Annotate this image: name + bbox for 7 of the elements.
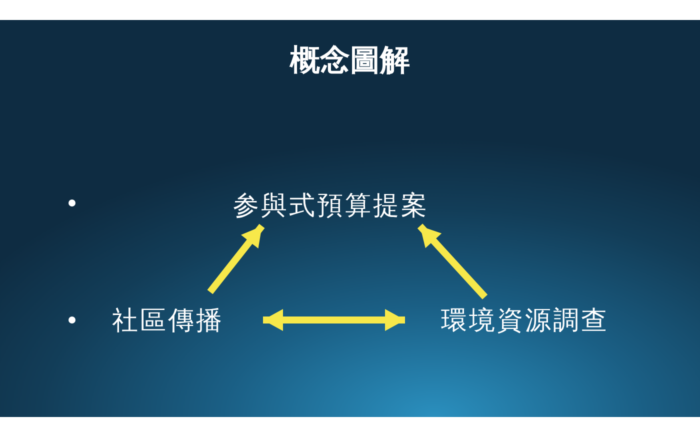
double-arrow (263, 309, 405, 331)
node-label: 社區傳播 (112, 304, 224, 338)
slide-title: 概念圖解 (290, 42, 410, 80)
arrow (417, 224, 488, 300)
node-label: 参與式預算提案 (233, 190, 429, 222)
node-label: 環境資源調查 (441, 304, 609, 338)
arrow (207, 224, 265, 294)
